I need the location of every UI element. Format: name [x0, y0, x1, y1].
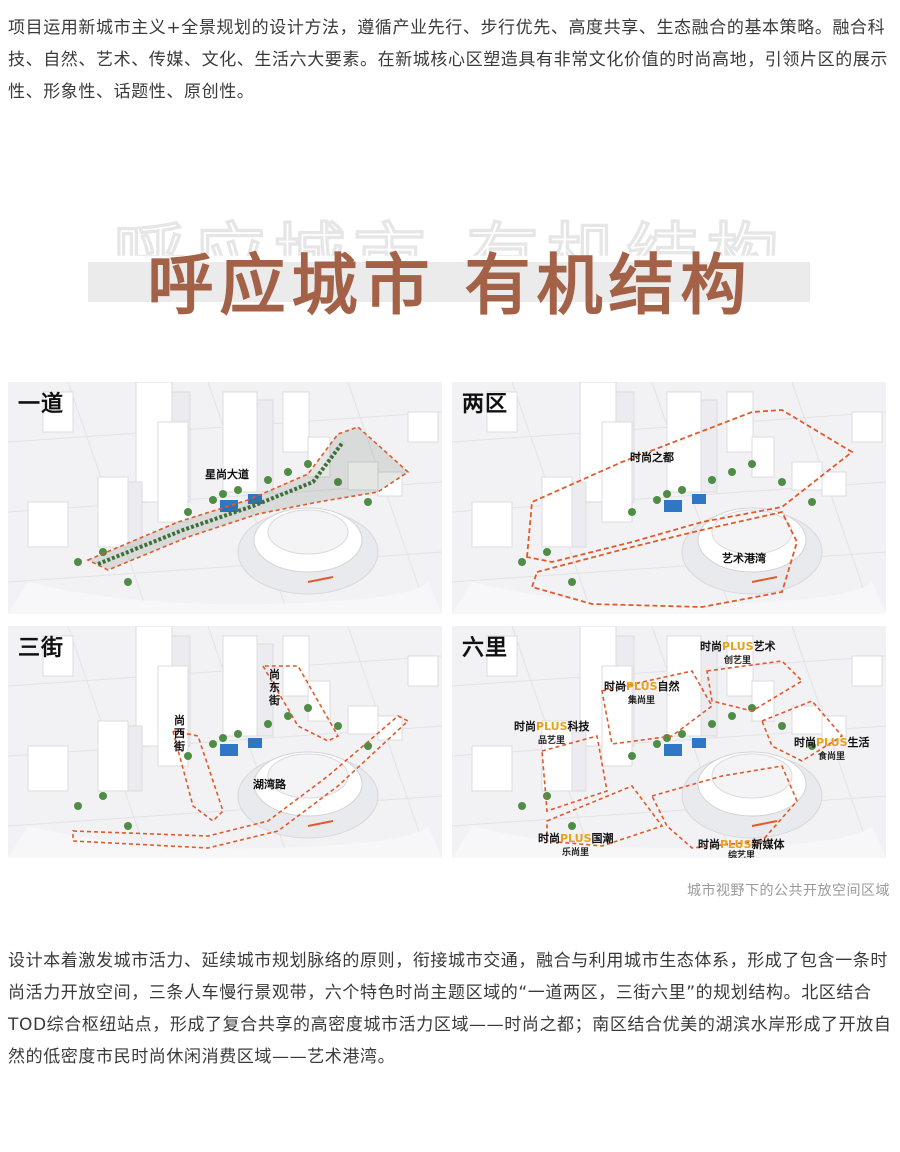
label-zone-tech: 时尚PLUS科技: [514, 720, 590, 733]
label-zone-guochao: 时尚PLUS国潮: [538, 832, 614, 845]
panel-two-zones: 两区 时尚之都 艺术港湾: [452, 382, 886, 614]
heading-title: 呼应城市 有机结构: [147, 246, 753, 324]
label-zone-life: 时尚PLUS生活: [794, 736, 870, 749]
map-three-streets: [8, 626, 442, 858]
label-zone-newmedia-sub: 综艺里: [728, 851, 756, 858]
section-heading: 呼应城市 有机结构 呼应城市 有机结构: [0, 200, 900, 330]
map-two-zones: [452, 382, 886, 614]
label-lake-bay-road: 湖湾路: [253, 778, 286, 791]
label-art-harbor: 艺术港湾: [722, 552, 766, 565]
label-zone-nature: 时尚PLUS自然: [604, 680, 680, 693]
panel-title: 两区: [462, 392, 509, 417]
label-zone-life-sub: 食尚里: [818, 752, 846, 762]
label-zone-tech-sub: 品艺里: [538, 736, 566, 746]
label-zone-art: 时尚PLUS艺术: [700, 640, 776, 653]
label-zone-nature-sub: 集尚里: [628, 696, 656, 706]
label-east-street: 尚东街: [269, 668, 280, 707]
figure-caption: 城市视野下的公共开放空间区域: [687, 883, 890, 899]
label-zone-guochao-sub: 乐尚里: [562, 848, 590, 858]
body-paragraph: 设计本着激发城市活力、延续城市规划脉络的原则，衔接城市交通，融合与利用城市生态体…: [8, 951, 892, 1067]
panel-one-road: 一道 星尚大道: [8, 382, 442, 614]
panel-six-li: 六里 时尚PLUS艺术 创艺里 时尚PLUS自然 集尚里 时尚PLUS科技 品艺…: [452, 626, 886, 858]
panel-title: 三街: [18, 636, 65, 661]
map-six-li: [452, 626, 886, 858]
panel-title: 一道: [18, 392, 65, 417]
map-one-road: [8, 382, 442, 614]
label-xingshang-avenue: 星尚大道: [205, 468, 249, 481]
label-west-street: 尚西街: [174, 714, 185, 753]
heading-band: [88, 262, 810, 302]
label-zone-newmedia: 时尚PLUS新媒体: [698, 838, 785, 851]
panel-title: 六里: [462, 636, 509, 661]
panel-three-streets: 三街 尚东街 尚西街 湖湾路: [8, 626, 442, 858]
intro-paragraph: 项目运用新城市主义+全景规划的设计方法，遵循产业先行、步行优先、高度共享、生态融…: [8, 18, 888, 102]
label-zone-art-sub: 创艺里: [724, 656, 752, 666]
label-fashion-capital: 时尚之都: [630, 451, 674, 464]
heading-ghost-text: 呼应城市 有机结构: [113, 215, 787, 299]
